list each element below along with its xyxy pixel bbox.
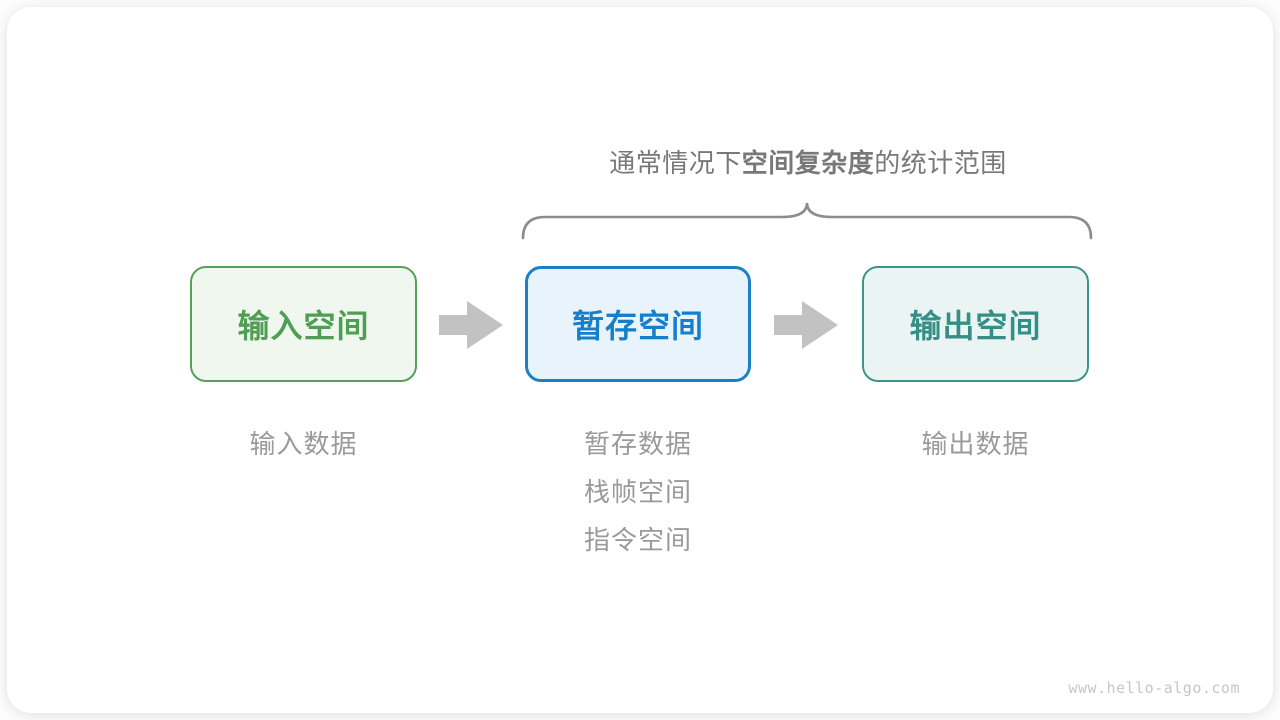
site-watermark: www.hello-algo.com (1068, 679, 1240, 697)
buffer-space-label: 暂存空间 (571, 308, 704, 344)
buffer-caption-list: 暂存数据 栈帧空间 指令空间 (525, 420, 751, 564)
input-space-label: 输入空间 (237, 308, 370, 344)
caption-line: 输出数据 (921, 429, 1030, 459)
diagram-title: 通常情况下空间复杂度的统计范围 (508, 143, 1108, 180)
buffer-space-box: 暂存空间 (525, 266, 751, 382)
input-caption: 输入数据 (190, 420, 417, 468)
arrow-right-icon (439, 301, 503, 349)
output-space-box: 输出空间 (862, 266, 1089, 382)
caption-line: 栈帧空间 (583, 477, 692, 507)
caption-line: 指令空间 (583, 525, 692, 555)
overbrace-icon (521, 202, 1093, 240)
title-bold-term: 空间复杂度 (741, 148, 875, 178)
arrow-right-icon (774, 301, 838, 349)
output-caption: 输出数据 (862, 420, 1089, 468)
title-suffix: 的统计范围 (874, 148, 1007, 178)
title-prefix: 通常情况下 (609, 148, 742, 178)
caption-line: 暂存数据 (583, 429, 692, 459)
caption-line: 输入数据 (249, 429, 358, 459)
input-space-box: 输入空间 (190, 266, 417, 382)
output-space-label: 输出空间 (909, 308, 1042, 344)
